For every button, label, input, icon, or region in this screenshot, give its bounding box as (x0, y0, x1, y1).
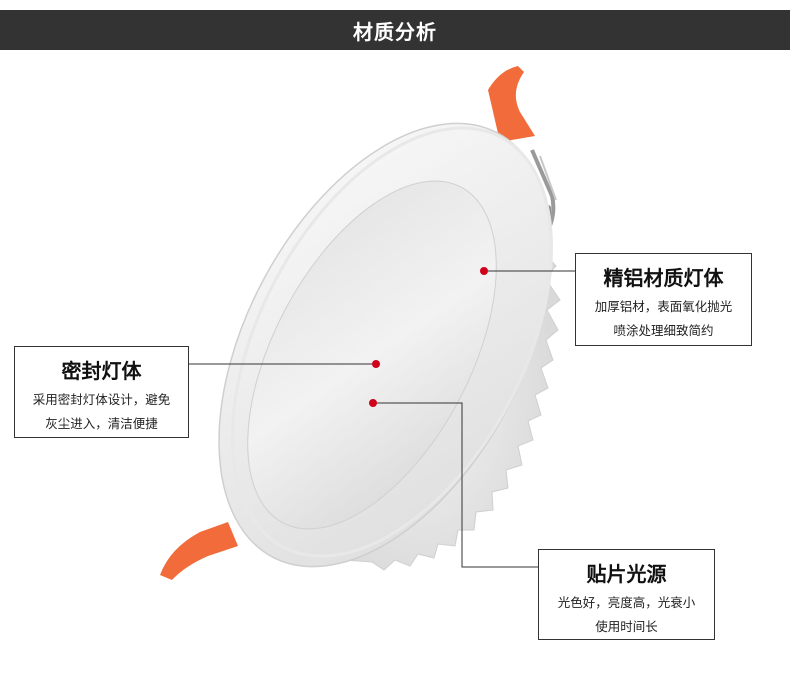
callout-title: 贴片光源 (586, 562, 667, 586)
callout-desc-line: 采用密封灯体设计，避免 (32, 392, 171, 407)
led-diffuser-lens (247, 180, 497, 530)
callout-desc-line: 喷涂处理细致简约 (613, 323, 714, 338)
callout-desc-line: 加厚铝材，表面氧化抛光 (594, 299, 733, 314)
callout-desc-line: 使用时间长 (595, 619, 658, 634)
callout-aluminum-body: 精铝材质灯体 加厚铝材，表面氧化抛光 喷涂处理细致简约 (575, 253, 752, 346)
section-header: 材质分析 (0, 10, 790, 50)
marker-dot-led (369, 399, 377, 407)
spring-clip-bottom (160, 522, 238, 580)
callout-title: 密封灯体 (61, 359, 142, 383)
section-title: 材质分析 (353, 19, 437, 44)
callout-sealed-body: 密封灯体 采用密封灯体设计，避免 灰尘进入，清洁便捷 (14, 346, 189, 438)
callout-desc-line: 光色好，亮度高，光衰小 (557, 595, 696, 610)
spring-clip-top (488, 66, 535, 142)
connector-lines (189, 270, 575, 568)
marker-dot-aluminum (480, 267, 488, 275)
callout-smd-light-source: 贴片光源 光色好，亮度高，光衰小 使用时间长 (538, 549, 715, 640)
marker-dot-seal (372, 360, 380, 368)
callout-title: 精铝材质灯体 (603, 266, 724, 290)
callout-desc-line: 灰尘进入，清洁便捷 (45, 416, 158, 431)
